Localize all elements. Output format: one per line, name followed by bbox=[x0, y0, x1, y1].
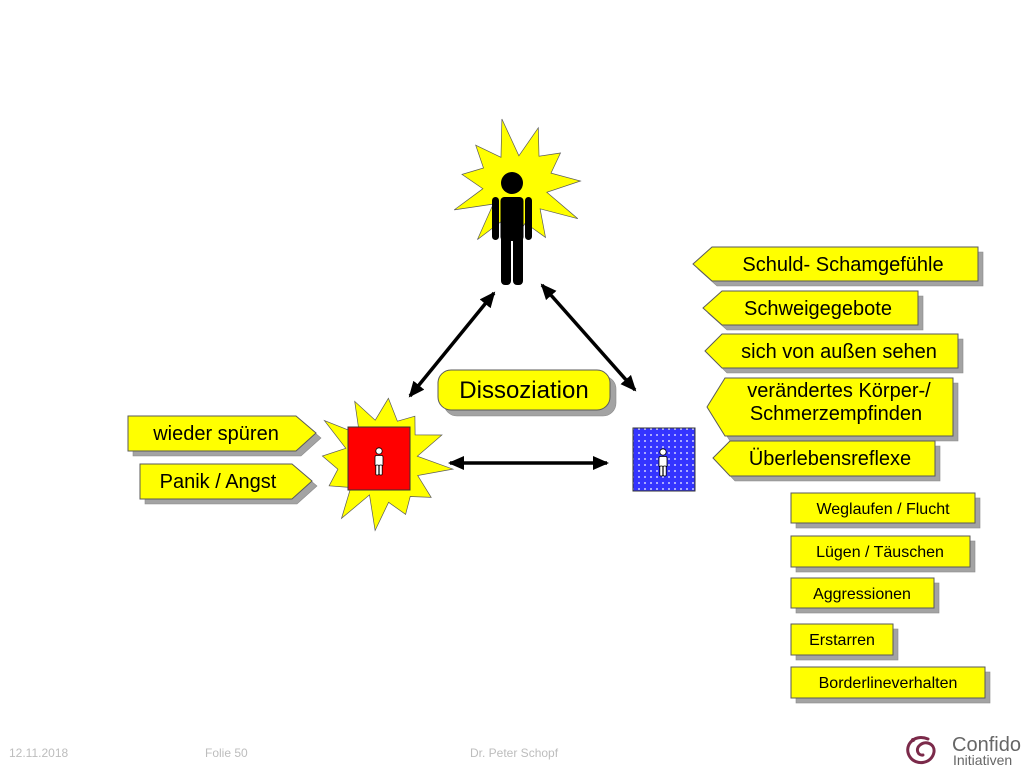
left-label-tag: Panik / Angst bbox=[139, 463, 318, 505]
swirl-path bbox=[906, 736, 936, 765]
person-right-leg bbox=[513, 234, 523, 285]
label-tag-text: Überlebensreflexe bbox=[749, 448, 911, 470]
label-tag-shape bbox=[139, 463, 313, 500]
red-person-icon bbox=[374, 447, 384, 476]
behavior-box-text: Erstarren bbox=[809, 632, 875, 649]
person-head bbox=[501, 172, 523, 194]
person-torso bbox=[374, 455, 384, 467]
person-left-leg bbox=[501, 234, 511, 285]
behavior-box-text: Lügen / Täuschen bbox=[816, 544, 944, 561]
behavior-box: Weglaufen / Flucht bbox=[790, 492, 981, 529]
behavior-box-shape bbox=[790, 623, 894, 656]
top-person-icon bbox=[492, 172, 532, 285]
label-tag-shape bbox=[704, 333, 959, 369]
label-tag-text-line2: Schmerzempfinden bbox=[750, 403, 922, 425]
label-tag-shape bbox=[712, 440, 936, 477]
behavior-box: Erstarren bbox=[790, 623, 899, 661]
person-torso bbox=[500, 197, 524, 241]
label-tag-text: Panik / Angst bbox=[160, 471, 277, 493]
behavior-box-text: Weglaufen / Flucht bbox=[816, 501, 950, 518]
confido-logo: Confido Initiativen bbox=[906, 734, 1021, 768]
behavior-box-text: Aggressionen bbox=[813, 586, 911, 603]
label-tag-text-line1: verändertes Körper-/ bbox=[747, 380, 931, 402]
left-label-tag: wieder spüren bbox=[127, 415, 322, 457]
double-arrow-left-diagonal bbox=[408, 291, 496, 398]
person-right-leg bbox=[378, 464, 383, 476]
behavior-box-shape bbox=[790, 666, 986, 699]
person-torso bbox=[658, 456, 668, 468]
behavior-box: Aggressionen bbox=[790, 577, 940, 614]
right-label-tag: sich von außen sehen bbox=[704, 333, 964, 374]
label-tag-shape bbox=[692, 246, 979, 282]
behavior-box-shape bbox=[790, 535, 971, 568]
swirl-logo-icon bbox=[906, 736, 936, 765]
behavior-box-text: Borderlineverhalten bbox=[819, 675, 958, 692]
right-label-tag: verändertes Körper-/ Schmerzempfinden bbox=[706, 377, 959, 442]
right-label-tag: Überlebensreflexe bbox=[712, 440, 941, 482]
center-label-text: Dissoziation bbox=[459, 377, 588, 404]
person-right-arm bbox=[525, 197, 532, 240]
label-tag-shape bbox=[127, 415, 317, 452]
behavior-box-shape bbox=[790, 492, 976, 524]
right-label-tag: Schweigegebote bbox=[702, 290, 924, 331]
logo-subtitle: Initiativen bbox=[953, 752, 1012, 768]
center-label-box bbox=[437, 369, 611, 411]
behavior-box: Lügen / Täuschen bbox=[790, 535, 976, 573]
label-tag-text: sich von außen sehen bbox=[741, 341, 937, 363]
person-head bbox=[375, 447, 383, 455]
blue-person-icon bbox=[658, 448, 668, 477]
footer-slide-number: Folie 50 bbox=[205, 746, 248, 760]
person-head bbox=[659, 448, 667, 456]
label-tag-shape bbox=[702, 290, 919, 326]
double-arrow-right-diagonal bbox=[540, 283, 637, 392]
label-tag-text: Schweigegebote bbox=[744, 298, 892, 320]
person-left-leg bbox=[375, 464, 380, 476]
footer-author: Dr. Peter Schopf bbox=[470, 746, 559, 760]
blue-dotted-square bbox=[632, 427, 696, 492]
label-tag-shape bbox=[706, 377, 954, 437]
behavior-box-shape bbox=[790, 577, 935, 609]
person-right-leg bbox=[662, 465, 667, 477]
footer-date: 12.11.2018 bbox=[9, 746, 68, 760]
logo-name: Confido bbox=[952, 734, 1021, 756]
right-label-tag: Schuld- Schamgefühle bbox=[692, 246, 984, 287]
behavior-box: Borderlineverhalten bbox=[790, 666, 991, 704]
center-label: Dissoziation bbox=[437, 369, 617, 417]
label-tag-text: wieder spüren bbox=[152, 423, 279, 445]
label-tag-text: Schuld- Schamgefühle bbox=[742, 254, 943, 276]
person-left-leg bbox=[659, 465, 664, 477]
person-left-arm bbox=[492, 197, 499, 240]
swirl-dot bbox=[911, 738, 915, 742]
